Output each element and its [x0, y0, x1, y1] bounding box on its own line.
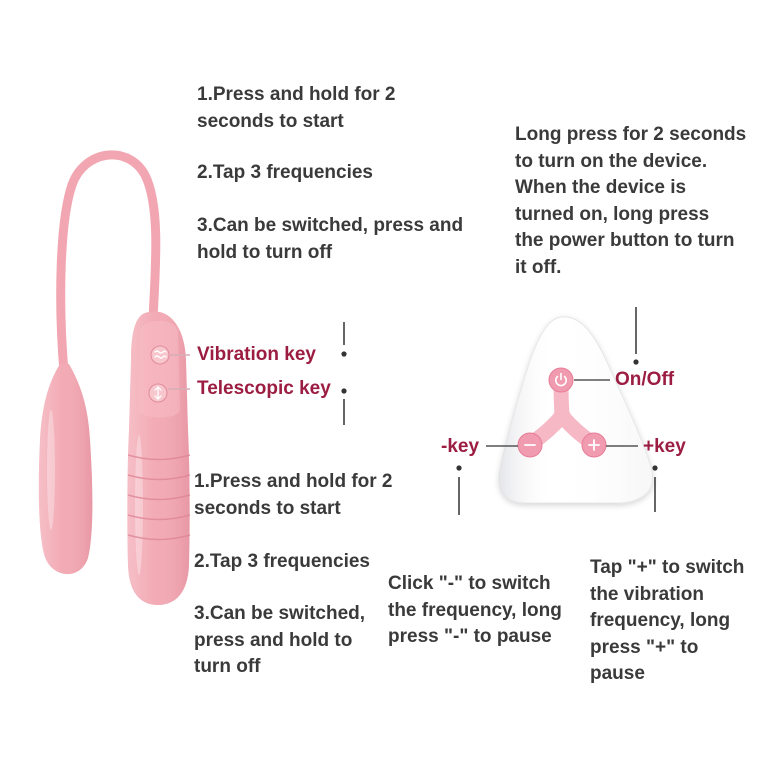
device-shaft-ribs — [127, 454, 191, 541]
plus-key-label: +key — [643, 436, 686, 457]
minus-key-label: -key — [441, 436, 480, 457]
device-loop — [56, 150, 161, 377]
on-off-dot — [633, 359, 639, 365]
top-step-1: 1.Press and hold for 2 seconds to start — [197, 84, 396, 132]
bottom-step-3: 3.Can be switched, press and hold to tur… — [194, 603, 366, 678]
bottom-step-2: 2.Tap 3 frequencies — [194, 551, 370, 572]
telescopic-icon — [154, 386, 162, 400]
shaft-rib — [127, 514, 191, 521]
power-icon — [555, 372, 567, 387]
vibration-icon — [154, 350, 167, 359]
device-button-panel — [138, 320, 180, 418]
top-step-3: 3.Can be switched, press and hold to tur… — [197, 215, 464, 263]
minus-key-instructions: Click "-" to switch the frequency, long … — [388, 573, 562, 648]
bottom-step-1: 1.Press and hold for 2 seconds to start — [194, 471, 393, 519]
telescopic-button — [148, 383, 168, 403]
remote-control — [498, 316, 654, 504]
minus-key-dot — [456, 465, 462, 471]
telescopic-key-dot — [341, 388, 347, 394]
device-left-bulb-highlight — [47, 410, 55, 530]
power-button — [548, 367, 574, 393]
shaft-rib — [127, 494, 191, 501]
device-shaft-highlight — [135, 435, 143, 575]
minus-button — [517, 432, 543, 458]
remote-body-shading — [499, 316, 653, 503]
shaft-rib — [127, 474, 191, 481]
telescopic-key-label: Telescopic key — [197, 378, 331, 399]
vibration-key-label: Vibration key — [197, 344, 316, 365]
top-step-2: 2.Tap 3 frequencies — [197, 162, 373, 183]
callout-lines — [168, 307, 658, 515]
device-left-bulb-shading — [38, 364, 93, 575]
plus-button — [581, 432, 607, 458]
shaft-rib — [127, 534, 191, 541]
plus-key-instructions: Tap "+" to switch the vibration frequenc… — [590, 557, 745, 685]
plus-icon — [588, 439, 600, 451]
plus-key-dot — [652, 465, 658, 471]
on-off-label: On/Off — [615, 369, 675, 390]
vibration-key-dot — [341, 351, 347, 357]
vibration-button — [150, 345, 170, 365]
remote-y-pad-center — [553, 408, 571, 426]
power-instructions: Long press for 2 seconds to turn on the … — [515, 124, 747, 278]
shaft-rib — [127, 454, 191, 461]
pink-device — [38, 150, 191, 605]
